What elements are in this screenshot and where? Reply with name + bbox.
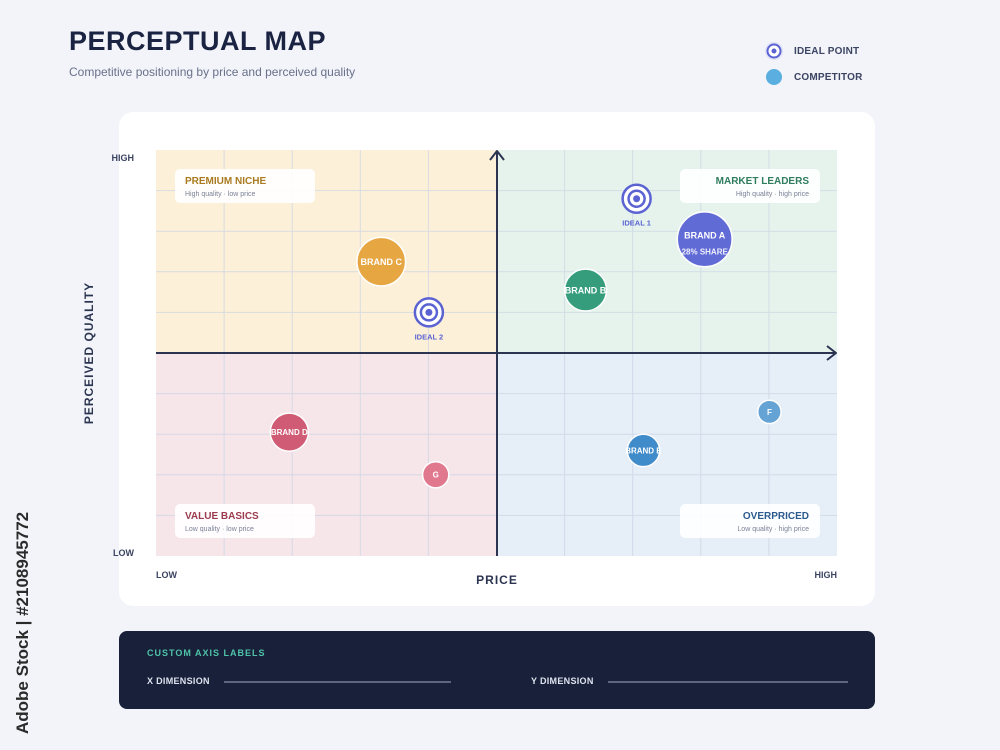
competitor-bubble <box>756 399 782 425</box>
x-dimension-input-line[interactable] <box>224 681 451 683</box>
quadrant-title: OVERPRICED <box>743 511 809 522</box>
y-axis-title: PERCEIVED QUALITY <box>82 282 96 424</box>
competitor-bubble <box>676 211 733 268</box>
ideal-point-label: IDEAL 1 <box>622 219 651 228</box>
legend: IDEAL POINT COMPETITOR <box>764 38 862 90</box>
custom-axis-panel-title: CUSTOM AXIS LABELS <box>147 648 266 658</box>
quadrant-label-box <box>680 169 820 203</box>
competitor-label: BRAND D <box>271 428 308 437</box>
quadrant-description: High quality · high price <box>736 191 809 198</box>
quadrant-label-box <box>175 169 315 203</box>
quadrant-label-box <box>680 504 820 538</box>
competitor-label: BRAND B <box>565 285 607 295</box>
ideal-center-dot <box>425 308 433 316</box>
competitor-label: BRAND E <box>625 446 662 455</box>
x-dimension-label: X DIMENSION <box>147 676 210 686</box>
y-tick-high: HIGH <box>112 153 135 163</box>
ideal-point-label: IDEAL 2 <box>415 332 444 341</box>
quadrant-label-br: OVERPRICED Low quality · high price <box>680 504 820 538</box>
legend-label-competitor: COMPETITOR <box>794 71 863 83</box>
x-tick-low: LOW <box>156 570 177 580</box>
competitor-brand-d: BRAND D <box>269 412 310 452</box>
quadrant-description: Low quality · low price <box>185 526 254 533</box>
watermark-text: Adobe Stock | #2108945772 <box>13 512 32 734</box>
competitor-sublabel: 28% SHARE <box>682 247 729 256</box>
quadrant-description: High quality · low price <box>185 191 256 198</box>
competitor-bubble <box>563 268 608 312</box>
custom-axis-panel: CUSTOM AXIS LABELS X DIMENSION Y DIMENSI… <box>119 631 875 709</box>
competitor-g: G <box>421 460 450 489</box>
ideal-point-ideal-1: IDEAL 1 <box>621 183 652 228</box>
competitor-brand-a: BRAND A 28% SHARE <box>676 211 733 268</box>
competitor-brand-e: BRAND E <box>625 433 662 468</box>
quadrant-title: VALUE BASICS <box>185 511 259 522</box>
competitor-bubble <box>626 433 661 468</box>
x-axis-arrow <box>826 345 837 361</box>
competitor-brand-c: BRAND C <box>356 236 407 287</box>
quadrant-description: Low quality · high price <box>737 526 809 533</box>
quadrant-label-bl: VALUE BASICS Low quality · low price <box>175 504 315 538</box>
competitor-label: BRAND C <box>360 257 402 267</box>
quadrant-label-tl: PREMIUM NICHE High quality · low price <box>175 169 315 203</box>
page-subtitle: Competitive positioning by price and per… <box>69 65 356 79</box>
competitor-bubble <box>356 236 407 287</box>
y-dimension-label: Y DIMENSION <box>531 676 594 686</box>
competitor-bubble <box>421 460 450 489</box>
page-title: PERCEPTUAL MAP <box>69 26 327 56</box>
legend-item-ideal: IDEAL POINT <box>764 38 862 64</box>
competitor-label: F <box>767 408 772 417</box>
x-axis-title: PRICE <box>476 573 518 587</box>
y-tick-low: LOW <box>113 548 134 558</box>
legend-label-ideal: IDEAL POINT <box>794 45 860 57</box>
competitor-label: BRAND A <box>684 230 726 240</box>
target-icon <box>765 42 783 60</box>
quadrant-title: MARKET LEADERS <box>716 176 810 187</box>
x-tick-high: HIGH <box>815 570 838 580</box>
ideal-point-ideal-2: IDEAL 2 <box>413 297 445 341</box>
quadrant-title: PREMIUM NICHE <box>185 176 266 187</box>
quadrant-label-tr: MARKET LEADERS High quality · high price <box>680 169 820 203</box>
y-dimension-input-line[interactable] <box>608 681 848 683</box>
watermark: Adobe Stock | #2108945772 <box>13 512 32 734</box>
quadrant-label-box <box>175 504 315 538</box>
ideal-center-dot <box>633 195 641 203</box>
y-axis-arrow <box>489 150 505 161</box>
competitor-bubble <box>269 412 310 452</box>
competitor-f: F <box>756 399 782 425</box>
competitor-brand-b: BRAND B <box>563 268 608 312</box>
competitor-dot-icon <box>766 69 782 85</box>
legend-item-competitor: COMPETITOR <box>764 64 862 90</box>
competitor-label: G <box>433 471 439 480</box>
